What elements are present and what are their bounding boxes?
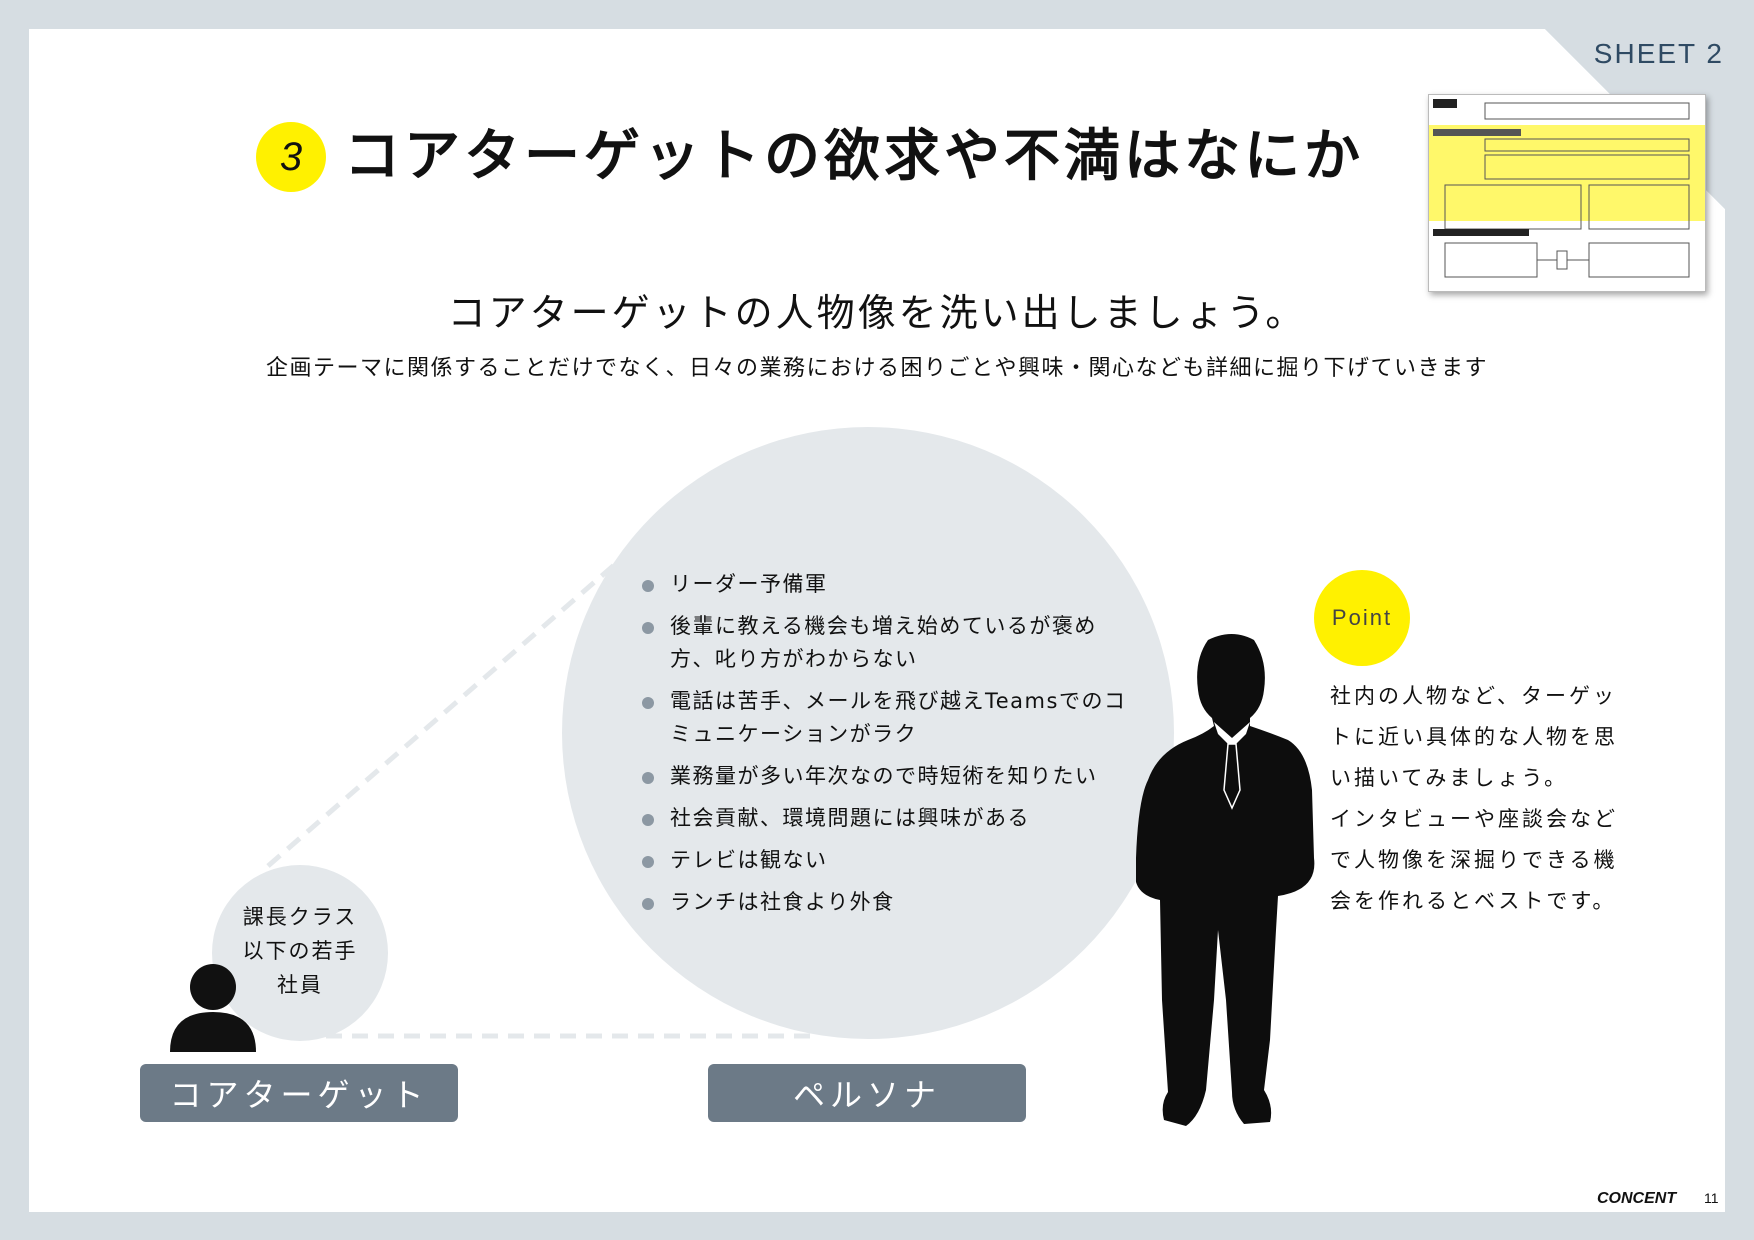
list-item: テレビは観ない [640,844,1140,877]
list-item: リーダー予備軍 [640,568,1140,601]
brand-logo: CONCENT [1597,1190,1677,1207]
page-title: コアターゲットの欲求や不満はなにか [344,124,1364,189]
point-text-line: トに近い具体的な人物を思 [1330,725,1618,749]
sheet-label: SHEET 2 [1593,38,1724,69]
connector-line-top [266,544,638,868]
list-item: ランチは社食より外食 [640,886,1140,919]
persona-circle [562,427,1174,1039]
point-badge: Point [1314,570,1410,666]
point-text-line: インタビューや座談会など [1330,807,1618,831]
persona-trait-list: リーダー予備軍 後輩に教える機会も増え始めているが褒め方、叱り方がわからない 電… [640,568,1140,928]
worksheet-thumbnail [1428,94,1706,292]
core-target-circle [212,865,388,1041]
person-icon [170,964,256,1052]
worksheet-thumbnail-graphic [1429,95,1705,291]
step-number-badge: 3 [256,122,326,192]
list-item: 後輩に教える機会も増え始めているが褒め方、叱り方がわからない [640,610,1140,676]
list-item: 社会貢献、環境問題には興味がある [640,802,1140,835]
point-text-line: 社内の人物など、ターゲッ [1330,684,1617,708]
page-number: 11 [1704,1190,1719,1206]
list-item: 業務量が多い年次なので時短術を知りたい [640,760,1140,793]
point-text: 社内の人物など、ターゲッ トに近い具体的な人物を思 い描いてみましょう。 インタ… [1330,676,1646,922]
core-target-description-line: 社員 [277,973,323,997]
point-text-line: で人物像を深掘りできる機 [1330,848,1618,872]
list-item: 電話は苦手、メールを飛び越えTeamsでのコミュニケーションがラク [640,685,1140,751]
section-description: 企画テーマに関係することだけでなく、日々の業務における困りごとや興味・関心なども… [265,356,1488,381]
businessman-silhouette [1136,634,1315,1126]
core-target-description-line: 課長クラス [242,905,358,929]
point-text-line: 会を作れるとベストです。 [1330,889,1617,913]
section-subtitle: コアターゲットの人物像を洗い出しましょう。 [447,291,1307,335]
persona-label: ペルソナ [708,1064,1026,1122]
point-text-line: い描いてみましょう。 [1330,766,1569,790]
core-target-description: 課長クラス 以下の若手 社員 [225,900,375,1002]
core-target-label: コアターゲット [140,1064,458,1122]
core-target-description-line: 以下の若手 [242,939,358,963]
